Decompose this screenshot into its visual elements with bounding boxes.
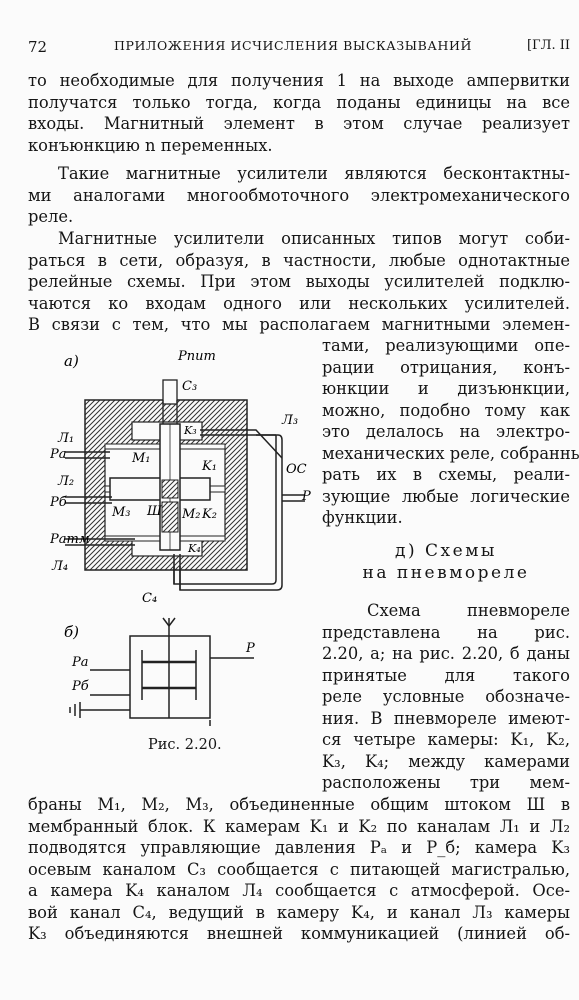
text-line: реле.: [28, 207, 74, 226]
text-line: ния. В пневмореле имеют-: [322, 708, 570, 728]
text-line: релейные схемы. При этом выходы усилител…: [28, 272, 570, 291]
label-oc: ОС: [286, 462, 307, 477]
paragraph-3: Магнитные усилители описанных типов могу…: [28, 228, 570, 336]
text-line: а камера K₄ каналом Л₄ сообщается с атмо…: [28, 881, 570, 900]
section-heading-line: на пневмореле: [362, 563, 530, 583]
relay-housing: [84, 399, 248, 571]
text-line: то необходимые для получения 1 на выходе…: [28, 71, 570, 90]
text-line: Магнитные усилители описанных типов могу…: [58, 229, 570, 248]
text-line: осевым каналом C₃ сообщается с питающей …: [28, 859, 570, 879]
figure-caption: Рис. 2.20.: [148, 737, 222, 753]
text-line: представлена на рис.: [322, 622, 570, 642]
paragraph-4-right: Схема пневмореле представлена на рис. 2.…: [322, 600, 570, 794]
text-line: раться в сети, образуя, в частности, люб…: [28, 250, 570, 270]
text-line: рать их в схемы, реали-: [322, 465, 570, 484]
text-line: ми аналогами многообмоточного электромех…: [28, 185, 570, 205]
label-k4: K₄: [187, 542, 201, 555]
text-line: механических реле, собранные: [322, 443, 579, 463]
text-line: получатся только тогда, когда поданы еди…: [28, 92, 570, 112]
label-p: P: [301, 489, 311, 504]
text-line: юнкции и дизъюнкции,: [322, 379, 570, 398]
label-l4: Л₄: [51, 559, 68, 574]
paragraph-2: Такие магнитные усилители являются беско…: [28, 163, 570, 228]
text-line: чаются ко входам одного или нескольких у…: [28, 293, 570, 313]
label-l3: Л₃: [281, 413, 298, 428]
label-patm: Pатм: [50, 532, 90, 547]
label-sh: Ш: [146, 504, 163, 519]
label-l2: Л₂: [57, 474, 74, 489]
label-c3: C₃: [182, 379, 197, 394]
text-line: принятые для такого: [322, 665, 570, 685]
text-line: Такие магнитные усилители являются беско…: [58, 164, 570, 183]
text-line: рации отрицания, конъ-: [322, 357, 570, 377]
label-k3: K₃: [183, 424, 197, 437]
label-b-p: P: [245, 641, 255, 656]
label-c4: C₄: [142, 591, 157, 606]
chapter-marker: [ГЛ. II: [526, 38, 570, 53]
relay-symbol: [69, 617, 254, 726]
text-line: расположены три мем-: [322, 773, 570, 792]
figure-pneumorelay: а): [50, 349, 311, 726]
page-number: 72: [28, 38, 48, 56]
text-line: подводятся управляющие давления Pₐ и P_б…: [28, 838, 570, 857]
text-line: это делалось на электро-: [322, 422, 570, 441]
label-b-pb: Pб: [71, 679, 89, 694]
diagram-b-labels: Pа Pб P: [71, 641, 255, 694]
text-line: реле условные обозначе-: [322, 687, 570, 706]
label-k1: K₁: [201, 459, 217, 474]
text-line: функции.: [322, 508, 403, 527]
label-l1: Л₁: [57, 431, 74, 446]
channel-c3: [162, 379, 178, 424]
paragraph-3-continued: тами, реализующими опе- рации отрицания,…: [322, 335, 579, 529]
label-b-pa: Pа: [71, 655, 89, 670]
label-m3: M₃: [111, 505, 131, 520]
text-line: 2.20, а; на рис. 2.20, б даны: [322, 644, 570, 663]
label-m1: M₁: [131, 451, 151, 466]
paragraph-4-full: браны M₁, M₂, M₃, объединенные общим што…: [28, 794, 570, 945]
text-line: тами, реализующими опе-: [322, 336, 570, 355]
running-header: 72 ПРИЛОЖЕНИЯ ИСЧИСЛЕНИЯ ВЫСКАЗЫВАНИЙ [Г…: [28, 38, 570, 60]
label-m2: M₂: [181, 507, 201, 522]
text-line: Схема пневмореле: [367, 601, 570, 620]
figure-label-b: б): [64, 623, 79, 641]
text-line: зующие любые логические: [322, 486, 570, 506]
section-heading: д) Схемы на пневмореле: [322, 540, 570, 584]
label-pa: Pа: [50, 447, 67, 462]
label-p-pit: Pпит: [177, 349, 216, 364]
text-line: можно, подобно тому как: [322, 400, 570, 420]
text-line: ся четыре камеры: K₁, K₂,: [322, 730, 570, 749]
feedback-line: [173, 429, 305, 591]
text-line: В связи с тем, что мы располагаем магнит…: [28, 315, 570, 334]
text-line: мембранный блок. К камерам K₁ и K₂ по ка…: [28, 816, 570, 836]
label-k2: K₂: [201, 507, 217, 522]
running-title: ПРИЛОЖЕНИЯ ИСЧИСЛЕНИЯ ВЫСКАЗЫВАНИЙ: [114, 38, 472, 53]
section-heading-line: д) Схемы: [395, 541, 497, 561]
channel-c4: [173, 554, 181, 590]
paragraph-1: то необходимые для получения 1 на выходе…: [28, 70, 570, 156]
text-line: вой канал C₄, ведущий в камеру K₄, и кан…: [28, 902, 570, 922]
text-line: входы. Магнитный элемент в этом случае р…: [28, 114, 570, 133]
figure-label-a: а): [64, 352, 79, 370]
left-ports: [65, 451, 135, 546]
text-line: K₃ объединяются внешней коммуникацией (л…: [28, 924, 570, 943]
text-line: конъюнкцию n переменных.: [28, 135, 273, 155]
diagram-a-labels: Pпит C₃ Л₃ K₃ Л₁ Pа M₁ K₁ ОС Л₂ M₃ Pб Ш …: [50, 349, 311, 606]
text-line: K₃, K₄; между камерами: [322, 751, 570, 771]
label-pb: Pб: [50, 495, 67, 510]
text-line: браны M₁, M₂, M₃, объединенные общим што…: [28, 795, 570, 814]
